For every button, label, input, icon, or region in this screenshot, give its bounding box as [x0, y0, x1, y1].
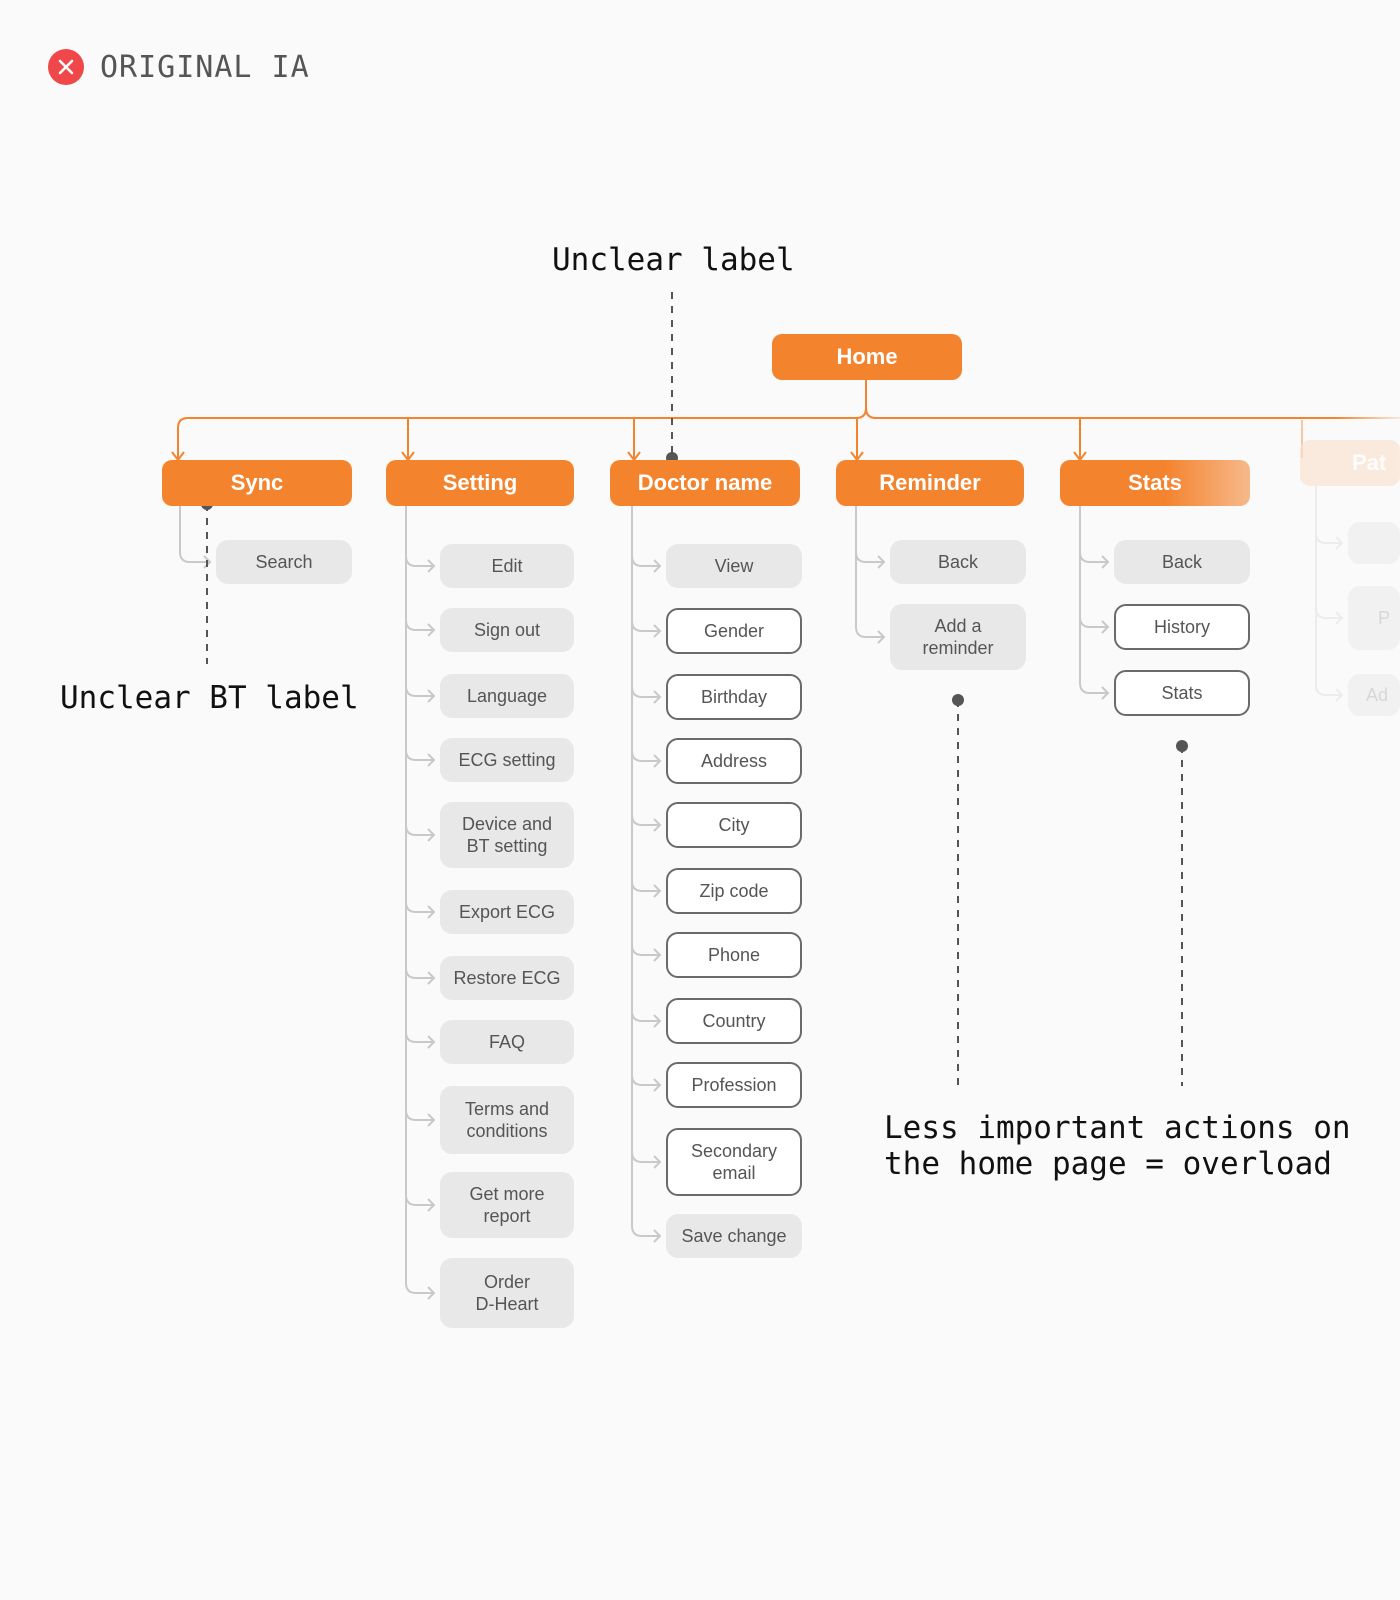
child-connector [405, 967, 436, 985]
child-connector [405, 685, 436, 703]
node-device-bt-setting[interactable]: Device and BT setting [440, 802, 574, 868]
child-connector [631, 1151, 662, 1169]
node-birthday[interactable]: Birthday [666, 674, 802, 720]
child-connector [1315, 532, 1344, 550]
annotation-unclear-label: Unclear label [552, 242, 795, 278]
node-phone[interactable]: Phone [666, 932, 802, 978]
category-setting[interactable]: Setting [386, 460, 574, 506]
child-connector [405, 1194, 436, 1212]
node-pat-item-3: Ad [1348, 674, 1400, 716]
child-connector [631, 1225, 662, 1243]
node-terms-conditions[interactable]: Terms and conditions [440, 1086, 574, 1154]
node-city[interactable]: City [666, 802, 802, 848]
page-header: ORIGINAL IA [48, 49, 310, 85]
node-history[interactable]: History [1114, 604, 1250, 650]
child-connector [1315, 607, 1344, 625]
root-connector [177, 380, 867, 458]
child-connector [405, 901, 436, 919]
child-connector [631, 814, 662, 832]
child-connector [405, 619, 436, 637]
child-connector [1079, 682, 1110, 700]
node-export-ecg[interactable]: Export ECG [440, 890, 574, 934]
child-connector [405, 1109, 436, 1127]
child-connector [631, 686, 662, 704]
annotation-overload: Less important actions on the home page … [884, 1110, 1351, 1182]
child-connector [405, 749, 436, 767]
category-stats[interactable]: Stats [1060, 460, 1250, 506]
node-profession[interactable]: Profession [666, 1062, 802, 1108]
leader-dot [1176, 740, 1188, 752]
child-connector [1079, 616, 1110, 634]
node-zip-code[interactable]: Zip code [666, 868, 802, 914]
category-sync[interactable]: Sync [162, 460, 352, 506]
node-sign-out[interactable]: Sign out [440, 608, 574, 652]
child-connector [631, 555, 662, 573]
node-pat-item-2: P [1348, 586, 1400, 650]
child-connector [631, 880, 662, 898]
node-edit[interactable]: Edit [440, 544, 574, 588]
node-address[interactable]: Address [666, 738, 802, 784]
child-connector [405, 555, 436, 573]
annotation-unclear-bt-label: Unclear BT label [60, 680, 359, 716]
child-connector [631, 620, 662, 638]
child-connector [405, 1031, 436, 1049]
node-save-change[interactable]: Save change [666, 1214, 802, 1258]
category-pat[interactable]: Pat [1300, 440, 1400, 486]
child-connector [179, 551, 212, 569]
child-connector [631, 1010, 662, 1028]
node-pat-item-1 [1348, 522, 1400, 564]
node-restore-ecg[interactable]: Restore ECG [440, 956, 574, 1000]
node-view[interactable]: View [666, 544, 802, 588]
leader-dot [952, 694, 964, 706]
bus-right [865, 407, 1400, 419]
child-connector [631, 944, 662, 962]
child-connector [1079, 551, 1110, 569]
node-search[interactable]: Search [216, 540, 352, 584]
page-title: ORIGINAL IA [100, 49, 310, 85]
node-stats[interactable]: Stats [1114, 670, 1250, 716]
node-order-d-heart[interactable]: Order D-Heart [440, 1258, 574, 1328]
node-stats-back[interactable]: Back [1114, 540, 1250, 584]
child-connector [855, 551, 886, 569]
category-reminder[interactable]: Reminder [836, 460, 1024, 506]
category-doctor-name[interactable]: Doctor name [610, 460, 800, 506]
close-icon [48, 49, 84, 85]
node-secondary-email[interactable]: Secondary email [666, 1128, 802, 1196]
node-gender[interactable]: Gender [666, 608, 802, 654]
node-language[interactable]: Language [440, 674, 574, 718]
node-get-more-report[interactable]: Get more report [440, 1172, 574, 1238]
node-ecg-setting[interactable]: ECG setting [440, 738, 574, 782]
child-connector [855, 626, 886, 644]
node-reminder-back[interactable]: Back [890, 540, 1026, 584]
node-add-reminder[interactable]: Add a reminder [890, 604, 1026, 670]
child-connector [1315, 684, 1344, 702]
child-connector [405, 824, 436, 842]
child-connector [631, 750, 662, 768]
node-faq[interactable]: FAQ [440, 1020, 574, 1064]
root-node-home[interactable]: Home [772, 334, 962, 380]
child-connector [631, 1074, 662, 1092]
child-connector [405, 1282, 436, 1300]
node-country[interactable]: Country [666, 998, 802, 1044]
